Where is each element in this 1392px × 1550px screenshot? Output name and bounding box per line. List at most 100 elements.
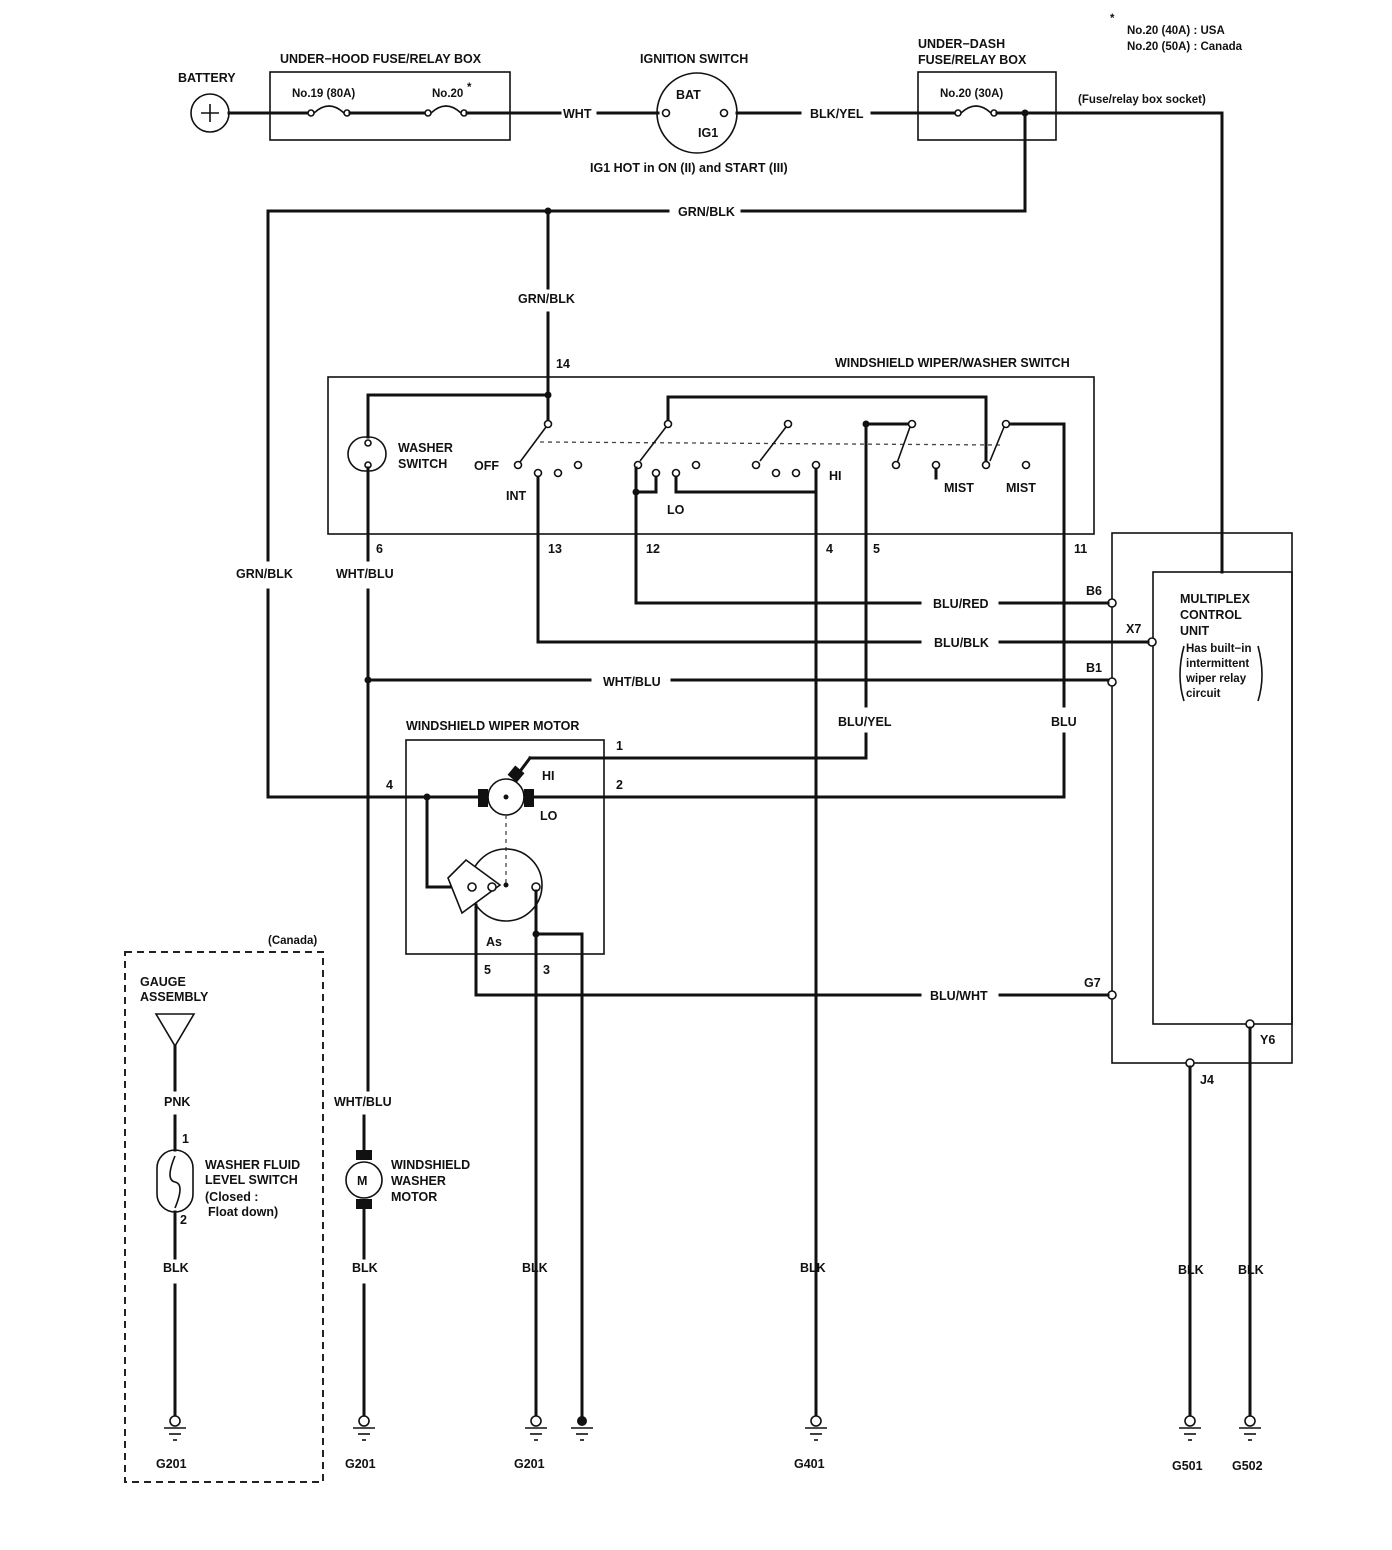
underhood-fuse-box xyxy=(269,71,511,141)
svg-text:B6: B6 xyxy=(1086,584,1102,598)
svg-text:FUSE/RELAY BOX: FUSE/RELAY BOX xyxy=(918,53,1027,67)
svg-text:(Canada): (Canada) xyxy=(268,935,317,947)
svg-text:BLK: BLK xyxy=(352,1261,378,1275)
svg-text:2: 2 xyxy=(616,778,623,792)
switch-housing xyxy=(327,376,1095,535)
svg-text:X7: X7 xyxy=(1126,622,1141,636)
svg-text:ASSEMBLY: ASSEMBLY xyxy=(140,990,209,1004)
svg-text:Y6: Y6 xyxy=(1260,1033,1275,1047)
svg-text:GRN/BLK: GRN/BLK xyxy=(236,567,293,581)
ground-g401: G401 xyxy=(794,1457,825,1471)
battery-label: BATTERY xyxy=(178,71,236,85)
ig1-note: IG1 HOT in ON (II) and START (III) xyxy=(590,161,788,175)
svg-text:LO: LO xyxy=(667,503,685,517)
fuse20-dash-label: No.20 (30A) xyxy=(940,88,1003,100)
svg-text:WHT/BLU: WHT/BLU xyxy=(334,1095,392,1109)
svg-text:UNDER−DASH: UNDER−DASH xyxy=(918,37,1005,51)
svg-text:UNIT: UNIT xyxy=(1180,624,1210,638)
mcu-signal-wires: BLU/RED BLU/BLK WHT/BLU WHT/BLU BLU/YEL … xyxy=(336,558,1150,1092)
socket-note: (Fuse/relay box socket) xyxy=(1078,94,1206,106)
multiplex-control-unit: MULTIPLEX CONTROL UNIT Has built−in inte… xyxy=(1084,532,1293,1087)
ground-g201-washer: G201 xyxy=(345,1457,376,1471)
svg-text:4: 4 xyxy=(386,778,393,792)
svg-text:J4: J4 xyxy=(1200,1073,1214,1087)
wiper-motor-title: WINDSHIELD WIPER MOTOR xyxy=(406,719,579,733)
footnote-usa: No.20 (40A) : USA xyxy=(1127,25,1225,37)
svg-text:BLU/WHT: BLU/WHT xyxy=(930,989,988,1003)
svg-text:LO: LO xyxy=(540,809,558,823)
svg-text:intermittent: intermittent xyxy=(1186,658,1249,670)
svg-text:BLU/BLK: BLU/BLK xyxy=(934,636,989,650)
underhood-box-label: UNDER−HOOD FUSE/RELAY BOX xyxy=(280,52,482,66)
svg-text:MIST: MIST xyxy=(1006,481,1036,495)
svg-text:WASHER: WASHER xyxy=(391,1174,446,1188)
ground-g201-canada: G201 xyxy=(156,1457,187,1471)
svg-text:1: 1 xyxy=(182,1132,189,1146)
svg-text:(Closed :: (Closed : xyxy=(205,1190,258,1204)
power-feed: BATTERY UNDER−HOOD FUSE/RELAY BOX No.19 … xyxy=(178,13,1243,175)
svg-text:GAUGE: GAUGE xyxy=(140,975,186,989)
svg-text:MULTIPLEX: MULTIPLEX xyxy=(1180,592,1251,606)
svg-text:PNK: PNK xyxy=(164,1095,190,1109)
svg-text:GRN/BLK: GRN/BLK xyxy=(518,292,575,306)
svg-text:WASHER FLUID: WASHER FLUID xyxy=(205,1158,300,1172)
svg-text:14: 14 xyxy=(556,357,570,371)
svg-text:HI: HI xyxy=(829,469,842,483)
svg-text:BLK: BLK xyxy=(1238,1263,1264,1277)
svg-text:BLK: BLK xyxy=(1178,1263,1204,1277)
svg-text:*: * xyxy=(467,82,472,94)
svg-text:wiper relay: wiper relay xyxy=(1185,673,1247,685)
wire-wht-label: WHT xyxy=(563,107,592,121)
svg-text:IG1: IG1 xyxy=(698,126,718,140)
svg-text:13: 13 xyxy=(548,542,562,556)
footnote-canada: No.20 (50A) : Canada xyxy=(1127,41,1243,53)
svg-text:WASHER: WASHER xyxy=(398,441,453,455)
svg-text:6: 6 xyxy=(376,542,383,556)
svg-text:4: 4 xyxy=(826,542,833,556)
windshield-washer-motor: WHT/BLU M WINDSHIELD WASHER MOTOR BLK xyxy=(334,1095,470,1420)
svg-text:BLK: BLK xyxy=(522,1261,548,1275)
svg-text:WINDSHIELD: WINDSHIELD xyxy=(391,1158,470,1172)
svg-text:circuit: circuit xyxy=(1186,688,1221,700)
ground-g502: G502 xyxy=(1232,1459,1263,1473)
ground-symbols: G201 G201 G201 G401 G501 G502 xyxy=(156,1415,1263,1473)
ground-g201-wiper: G201 xyxy=(514,1457,545,1471)
svg-text:BAT: BAT xyxy=(676,88,701,102)
svg-text:5: 5 xyxy=(873,542,880,556)
svg-text:GRN/BLK: GRN/BLK xyxy=(678,205,735,219)
wiper-switch-title: WINDSHIELD WIPER/WASHER SWITCH xyxy=(835,356,1070,370)
svg-text:1: 1 xyxy=(616,739,623,753)
fuse19-label: No.19 (80A) xyxy=(292,88,355,100)
svg-text:M: M xyxy=(357,1174,367,1188)
svg-text:LEVEL SWITCH: LEVEL SWITCH xyxy=(205,1173,298,1187)
svg-text:*: * xyxy=(1110,13,1115,25)
svg-text:WHT/BLU: WHT/BLU xyxy=(336,567,394,581)
svg-text:As: As xyxy=(486,935,502,949)
svg-text:WHT/BLU: WHT/BLU xyxy=(603,675,661,689)
svg-text:HI: HI xyxy=(542,769,555,783)
svg-text:MIST: MIST xyxy=(944,481,974,495)
grn-blk-circuit: GRN/BLK GRN/BLK 14 GRN/BLK 4 xyxy=(236,111,1027,801)
svg-text:BLK: BLK xyxy=(163,1261,189,1275)
svg-text:MOTOR: MOTOR xyxy=(391,1190,437,1204)
windshield-wiper-motor: WINDSHIELD WIPER MOTOR 1 2 HI LO As 5 3 xyxy=(405,719,1066,1420)
svg-text:Has built−in: Has built−in xyxy=(1186,643,1252,655)
svg-text:INT: INT xyxy=(506,489,527,503)
switch-linkage xyxy=(539,441,1001,446)
svg-text:3: 3 xyxy=(543,963,550,977)
underdash-fuse-box xyxy=(917,71,1057,141)
svg-text:BLK: BLK xyxy=(800,1261,826,1275)
svg-text:OFF: OFF xyxy=(474,459,499,473)
canada-washer-fluid-box: (Canada) GAUGE ASSEMBLY PNK 1 2 WASHER F… xyxy=(124,935,324,1483)
wiper-washer-switch: WINDSHIELD WIPER/WASHER SWITCH WASHER SW… xyxy=(327,356,1095,1287)
svg-text:BLU/RED: BLU/RED xyxy=(933,597,989,611)
svg-text:5: 5 xyxy=(484,963,491,977)
gauge-symbol xyxy=(154,1013,196,1048)
svg-text:BLU: BLU xyxy=(1051,715,1077,729)
svg-text:2: 2 xyxy=(180,1213,187,1227)
washer-fluid-level-switch xyxy=(156,1149,194,1213)
svg-text:B1: B1 xyxy=(1086,661,1102,675)
ignition-switch-label: IGNITION SWITCH xyxy=(640,52,748,66)
svg-text:G7: G7 xyxy=(1084,976,1101,990)
